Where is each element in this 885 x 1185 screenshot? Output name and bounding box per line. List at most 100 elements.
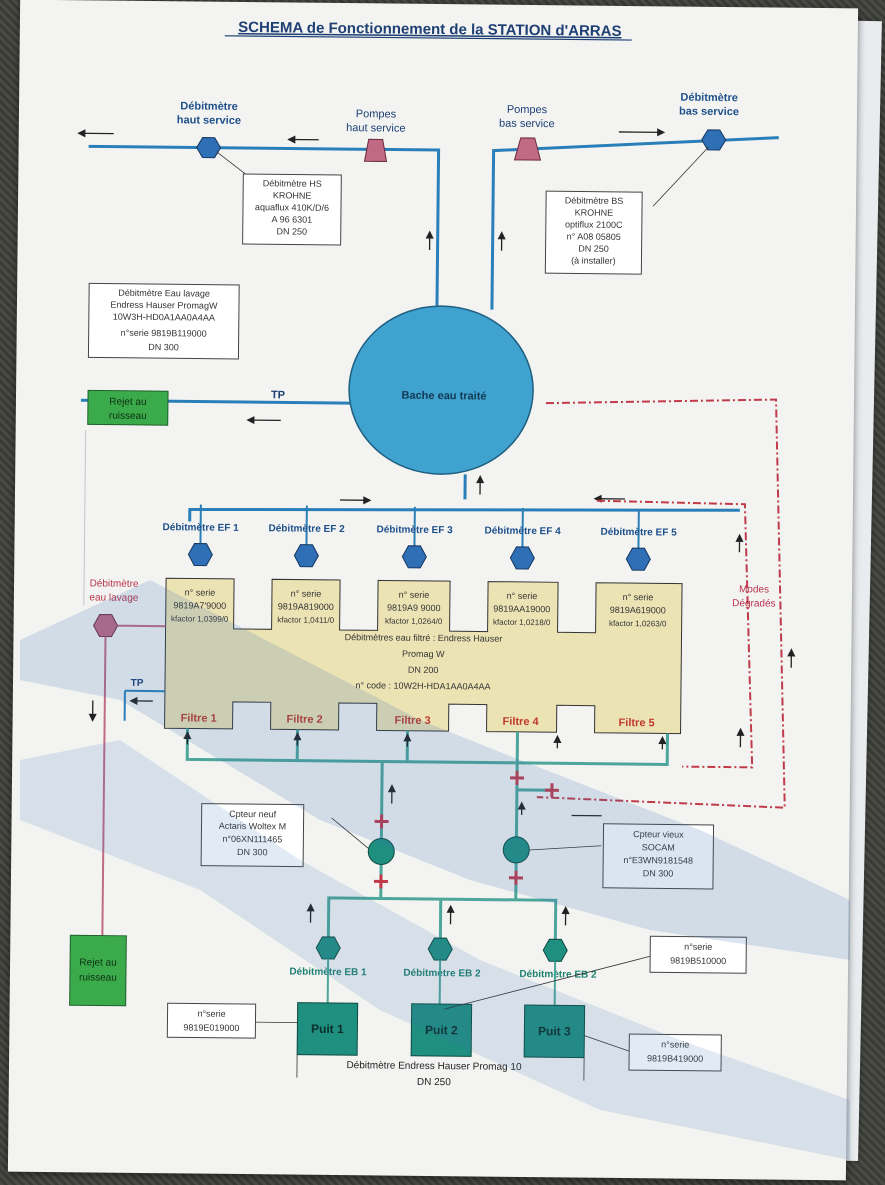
counter-new-icon	[367, 837, 395, 865]
diagram-title: SCHEMA de Fonctionnement de la STATION d…	[238, 19, 621, 40]
cpt-neuf-l4: DN 300	[237, 847, 268, 857]
puit3-serial-box	[628, 1033, 722, 1072]
filtre-4-label: Filtre 4	[503, 716, 540, 728]
eb2-hex-icon	[427, 937, 453, 961]
bs-box-l3: optiflux 2100C	[565, 219, 623, 230]
cpt-vieux-l1: Cpteur vieux	[633, 829, 684, 840]
lavage-box-l5: DN 300	[148, 342, 179, 352]
pompes-bas-line2: bas service	[499, 118, 555, 131]
lavage-box-l4: n°serie 9819B119000	[121, 328, 207, 339]
puit-3-label: Puit 3	[538, 1024, 571, 1038]
flowmeter-hs-hex-icon	[196, 137, 222, 159]
ef1-serial: 9819A7'9000	[173, 600, 226, 611]
ef-flowmeters: Débitmètre EF 1 Débitmètre EF 2 Débitmètre…	[163, 504, 677, 571]
ef3-hex-icon	[401, 545, 427, 569]
ef3-label: Débitmètre EF 3	[376, 524, 453, 536]
flow-arrows	[77, 128, 666, 505]
filtre-1-label: Filtre 1	[181, 712, 217, 724]
ef2-serie-label: n° serie	[291, 589, 322, 599]
ef3-serial: 9819A9 9000	[387, 603, 441, 614]
modes-l2: Dégradés	[732, 598, 775, 609]
cpt-neuf-l2: Actaris Woltex M	[219, 821, 286, 832]
station-diagram: SCHEMA de Fonctionnement de la STATION d…	[69, 19, 796, 1088]
ef2-serial: 9819A819000	[278, 601, 334, 612]
puit-2	[410, 1003, 473, 1057]
rejet-bottom-l1: Rejet au	[79, 957, 116, 968]
cpt-vieux-l3: n°E3WN9181548	[623, 855, 693, 866]
tp-label-top: TP	[271, 389, 285, 401]
eb1-hex-icon	[315, 936, 341, 960]
pump-bs-icon	[513, 137, 542, 161]
hs-box-l3: aquaflux 410K/D/6	[255, 202, 329, 213]
filter-block	[164, 577, 683, 735]
ef3-kfactor: kfactor 1,0264/0	[385, 616, 443, 626]
hs-box-l5: DN 250	[276, 226, 307, 236]
puit3-serial-l1: n°serie	[661, 1039, 689, 1049]
hs-box-l4: A 96 6301	[272, 214, 313, 224]
ef5-serie-label: n° serie	[623, 592, 654, 602]
ef1-hex-icon	[187, 542, 213, 567]
bache-tank	[348, 305, 534, 475]
rejet-top-box	[87, 389, 169, 426]
filter-block-l3: DN 200	[408, 665, 439, 675]
bs-box-l2: KROHNE	[575, 207, 614, 217]
bs-box-l4: n° A08 05805	[567, 231, 621, 242]
filtre-3-label: Filtre 3	[395, 715, 431, 727]
eb2-label: Débitmètre EB 2	[403, 968, 481, 980]
degraded-mode-lines	[536, 398, 786, 809]
bottom-l2: DN 250	[417, 1077, 451, 1088]
filtre-2-label: Filtre 2	[287, 713, 323, 725]
puit1-serial-box	[166, 1002, 257, 1039]
hs-info-box	[242, 173, 342, 246]
pump-hs-icon	[363, 138, 388, 162]
puit-2-label: Puit 2	[425, 1023, 458, 1037]
lavage-box-l1: Débitmètre Eau lavage	[118, 288, 210, 299]
lavage-info-box	[87, 282, 240, 360]
eb3-hex-icon	[542, 938, 568, 962]
ef5-serial: 9819A619000	[610, 605, 666, 616]
deb-haut-line2: haut service	[177, 114, 241, 127]
rejet-bottom-box	[69, 934, 127, 1007]
bs-info-box	[544, 190, 643, 275]
counter-old-icon	[502, 836, 530, 864]
modes-l1: Modes	[739, 584, 769, 595]
ef1-serie-label: n° serie	[185, 587, 216, 597]
flowmeter-bs-hex-icon	[701, 129, 727, 151]
ef1-label: Débitmètre EF 1	[163, 522, 240, 534]
puit2-serial-box	[649, 935, 747, 974]
cpt-neuf-l3: n°06XN111465	[222, 834, 282, 845]
cpt-neuf-l1: Cpteur neuf	[229, 809, 277, 819]
cpt-vieux-l2: SOCAM	[642, 842, 675, 852]
bs-box-l5: DN 250	[578, 244, 609, 254]
puit2-serial-l1: n°serie	[684, 942, 712, 952]
deb-bas-line2: bas service	[679, 106, 739, 119]
deb-bas-line1: Débitmètre	[680, 92, 738, 105]
deb-haut-line1: Débitmètre	[180, 100, 238, 113]
tp-label-left: TP	[131, 678, 144, 689]
lavage-box-l3: 10W3H-HD0A1AA0A4AA	[113, 312, 215, 323]
ef4-hex-icon	[509, 546, 535, 570]
ef4-serie-label: n° serie	[507, 591, 538, 601]
ef2-label: Débitmètre EF 2	[269, 523, 346, 535]
cpt-vieux-l4: DN 300	[643, 868, 674, 878]
puit-1-label: Puit 1	[311, 1022, 344, 1036]
paper-sheet: SCHEMA de Fonctionnement de la STATION d…	[7, 0, 859, 1181]
rejet-top-l2: ruisseau	[109, 411, 147, 422]
bs-box-l6: (à installer)	[571, 255, 616, 265]
lavage-hex-icon	[93, 614, 119, 638]
filter-block-l1: Débitmètres eau filtré : Endress Hauser	[345, 632, 503, 644]
ef4-kfactor: kfactor 1,0218/0	[493, 618, 551, 628]
puit2-serial-l2: 9819B510000	[670, 956, 726, 967]
eb3-label: Débitmètre EB 2	[519, 969, 597, 981]
filtre-5-label: Filtre 5	[619, 717, 655, 729]
ef-info-cells: n° serie 9819A7'9000 kfactor 1,0399/0 n° se…	[171, 587, 667, 628]
filter-block-l4: n° code : 10W2H-HDA1AA0A4AA	[355, 680, 490, 691]
valve-crosses	[373, 770, 559, 889]
puit1-serial-l1: n°serie	[197, 1009, 225, 1019]
ef1-kfactor: kfactor 1,0399/0	[171, 614, 229, 624]
puit3-serial-l2: 9819B419000	[647, 1053, 703, 1064]
ef4-label: Débitmètre EF 4	[484, 526, 561, 538]
rejet-top-l1: Rejet au	[109, 397, 146, 408]
pompes-bas-line1: Pompes	[507, 104, 548, 116]
